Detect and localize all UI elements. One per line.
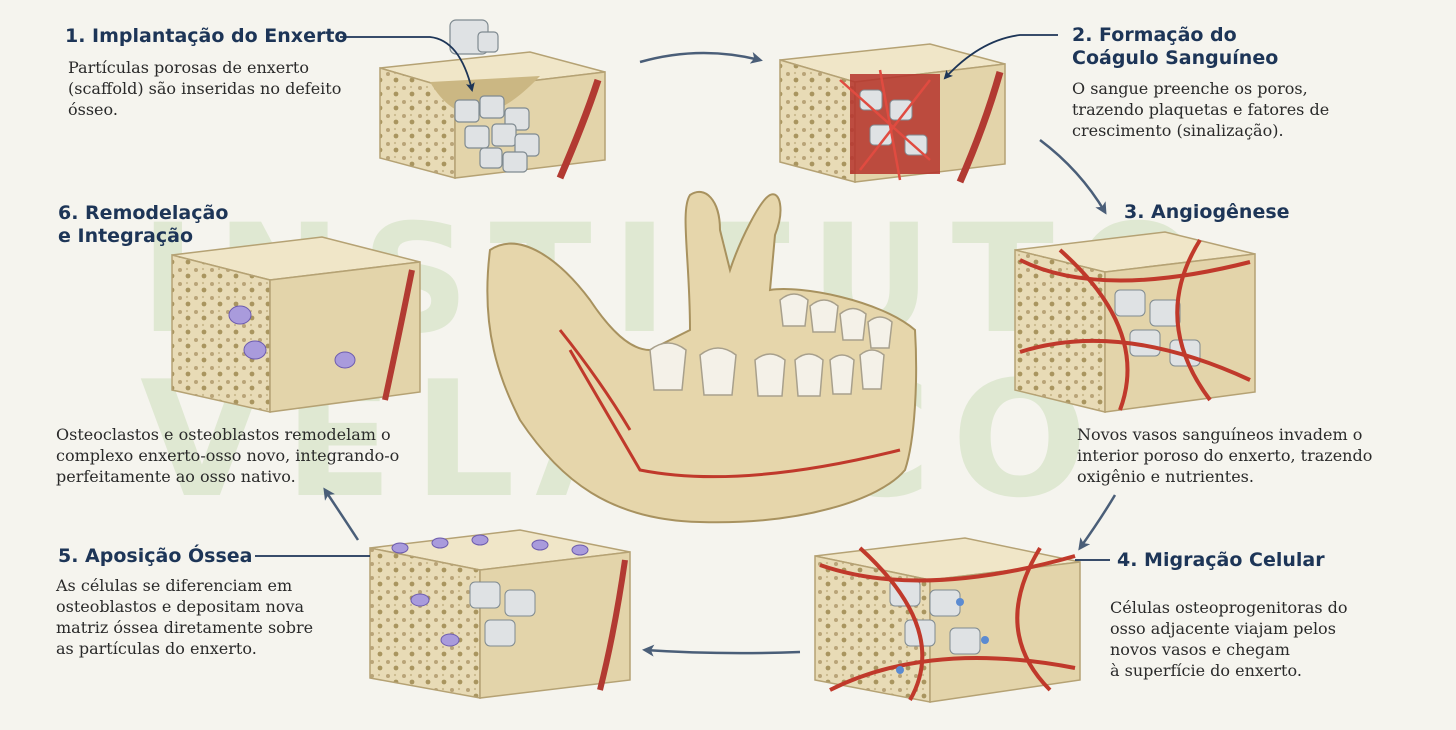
step-4-desc-line: Células osteoprogenitoras do	[1110, 598, 1348, 617]
block-cell-migration	[814, 537, 1081, 703]
step-4-description: Células osteoprogenitoras do osso adjace…	[1110, 597, 1348, 681]
step-1-desc-line: (scaffold) são inseridas no defeito	[68, 79, 342, 98]
step-6-desc-line: complexo enxerto-osso novo, integrando-o	[56, 446, 400, 465]
title-pointers	[255, 34, 1110, 561]
step-1-description: Partículas porosas de enxerto (scaffold)…	[68, 57, 341, 120]
step-6-desc-line: perfeitamente ao osso nativo.	[56, 467, 296, 486]
cycle-arrows	[323, 51, 1117, 657]
step-5-desc-line: as partículas do enxerto.	[56, 639, 257, 658]
step-4-desc-line: à superfície do enxerto.	[1110, 661, 1302, 680]
step-2-description: O sangue preenche os poros, trazendo pla…	[1072, 78, 1329, 141]
step-2-desc-line: O sangue preenche os poros,	[1072, 79, 1308, 98]
step-3-desc-line: Novos vasos sanguíneos invadem o	[1077, 425, 1363, 444]
step-5-description: As células se diferenciam em osteoblasto…	[56, 575, 313, 659]
step-1-desc-line: ósseo.	[68, 100, 118, 119]
step-6-desc-line: Osteoclastos e osteoblastos remodelam o	[56, 425, 391, 444]
step-2-title: 2. Formação do Coágulo Sanguíneo	[1072, 24, 1278, 70]
step-2-title-line: 2. Formação do	[1072, 24, 1237, 46]
step-3-desc-line: oxigênio e nutrientes.	[1077, 467, 1254, 486]
block-angiogenesis	[1014, 231, 1256, 413]
step-5-desc-line: As células se diferenciam em	[56, 576, 293, 595]
block-bone-apposition	[369, 529, 631, 699]
step-1-desc-line: Partículas porosas de enxerto	[68, 58, 309, 77]
step-4-desc-line: novos vasos e chegam	[1110, 640, 1290, 659]
step-2-title-line: Coágulo Sanguíneo	[1072, 47, 1279, 69]
step-2-desc-line: trazendo plaquetas e fatores de	[1072, 100, 1330, 119]
step-3-desc-line: interior poroso do enxerto, trazendo	[1077, 446, 1373, 465]
step-6-description: Osteoclastos e osteoblastos remodelam o …	[56, 424, 399, 487]
step-6-title-line: e Integração	[58, 225, 193, 247]
step-5-desc-line: osteoblastos e depositam nova	[56, 597, 305, 616]
step-2-desc-line: crescimento (sinalização).	[1072, 121, 1284, 140]
block-remodeling	[171, 236, 421, 413]
block-blood-clot	[779, 43, 1006, 184]
step-6-title-line: 6. Remodelação	[58, 202, 229, 224]
step-6-title: 6. Remodelação e Integração	[58, 202, 228, 248]
block-implantation	[379, 19, 606, 180]
step-5-title: 5. Aposição Óssea	[58, 545, 253, 567]
step-4-title: 4. Migração Celular	[1117, 549, 1325, 571]
step-3-title: 3. Angiogênese	[1124, 201, 1290, 223]
step-3-description: Novos vasos sanguíneos invadem o interio…	[1077, 424, 1372, 487]
step-5-desc-line: matriz óssea diretamente sobre	[56, 618, 314, 637]
jaw-illustration	[486, 190, 918, 524]
step-1-title: 1. Implantação do Enxerto	[65, 25, 348, 47]
step-4-desc-line: osso adjacente viajam pelos	[1110, 619, 1336, 638]
